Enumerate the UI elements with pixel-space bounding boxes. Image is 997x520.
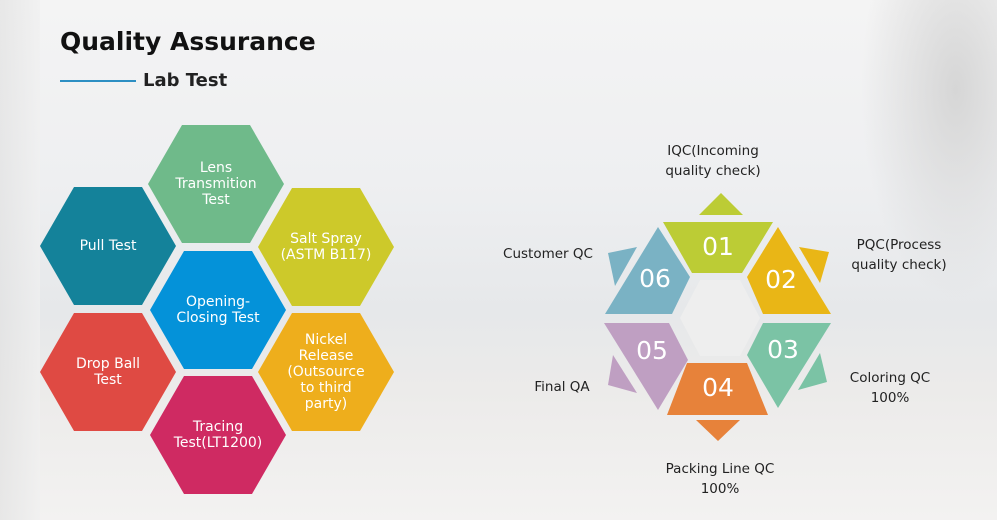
arrow-right-icon xyxy=(799,247,829,283)
qc-segment-02 xyxy=(747,227,831,314)
qc-segment-04 xyxy=(667,363,768,415)
hex-label: Nickel Release (Outsource to third party… xyxy=(287,332,365,412)
qc-label-customer: Customer QC xyxy=(503,246,593,262)
background-shade xyxy=(0,0,40,520)
qc-label-iqc: IQC(Incoming quality check) xyxy=(665,143,761,179)
qc-segment-01 xyxy=(663,222,773,273)
qc-number-06: 06 xyxy=(639,264,671,293)
qc-number-04: 04 xyxy=(702,373,734,402)
center-hexagon xyxy=(680,280,760,356)
arrow-down-icon xyxy=(696,420,740,441)
hex-label: Pull Test xyxy=(79,238,137,254)
background-plant xyxy=(860,0,997,300)
page-title: Quality Assurance xyxy=(60,27,316,56)
hex-label: Salt Spray (ASTM B117) xyxy=(280,231,372,263)
qc-segment-05 xyxy=(604,323,688,410)
qc-segment-03 xyxy=(747,323,831,408)
arrow-left-icon xyxy=(608,247,637,286)
qc-label-packing: Packing Line QC 100% xyxy=(665,461,775,497)
qc-number-02: 02 xyxy=(765,265,797,294)
qc-number-01: 01 xyxy=(702,232,734,261)
subtitle-divider xyxy=(60,80,136,82)
qc-label-final-qa: Final QA xyxy=(534,379,590,395)
qc-label-coloring: Coloring QC 100% xyxy=(849,370,931,406)
qc-number-03: 03 xyxy=(767,335,799,364)
qc-segment-06 xyxy=(605,227,690,314)
section-subtitle: Lab Test xyxy=(143,70,228,91)
arrow-left-icon xyxy=(608,355,637,393)
hex-label: Lens Transmition Test xyxy=(175,160,257,208)
hex-label: Drop Ball Test xyxy=(75,356,141,388)
arrow-up-icon xyxy=(699,193,743,215)
hex-label: Tracing Test(LT1200) xyxy=(173,419,263,451)
arrow-right-icon xyxy=(798,353,827,390)
qc-number-05: 05 xyxy=(636,336,668,365)
hex-label: Opening-Closing Test xyxy=(176,294,260,326)
qc-label-pqc: PQC(Process quality check) xyxy=(851,237,947,273)
